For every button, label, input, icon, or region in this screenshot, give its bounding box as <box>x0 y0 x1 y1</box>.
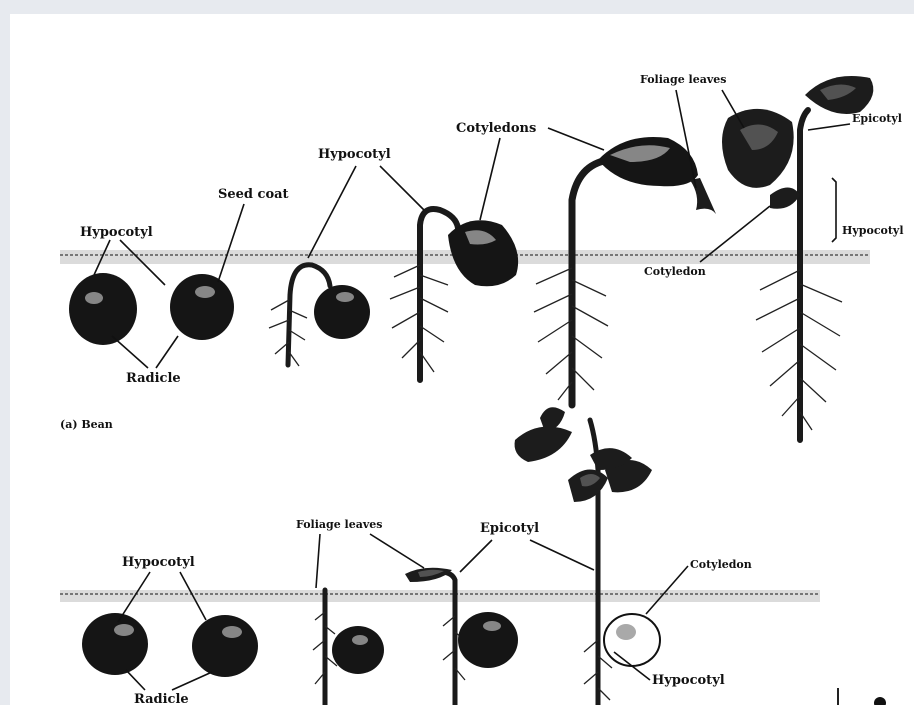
panel-b-germination: Hypocotyl Radicle Foliage leaves Epicoty… <box>60 407 886 705</box>
label-epicotyl-b: Epicotyl <box>480 521 539 536</box>
seedling-b-stage-3 <box>313 590 384 705</box>
bean-seedling-stage-4 <box>390 209 518 380</box>
seedling-b-stage-4 <box>405 568 518 705</box>
panel-a-bean: Hypocotyl Seed coat Radicle Hypocotyl Co… <box>60 73 904 440</box>
label-hypocotyl-b-right: Hypocotyl <box>652 673 725 688</box>
label-epicotyl-a: Epicotyl <box>852 112 902 125</box>
label-hypocotyl-b: Hypocotyl <box>122 555 195 570</box>
leader-foliage-leaves-b <box>316 534 424 588</box>
leader-radicle <box>112 336 178 368</box>
leader-radicle-b <box>126 670 212 690</box>
bean-seed-stage-1 <box>69 273 137 345</box>
leader-epicotyl-a <box>808 124 850 130</box>
label-hypocotyl-mid: Hypocotyl <box>318 147 391 162</box>
hypocotyl-bracket <box>832 178 836 242</box>
soil-line-b <box>60 590 820 602</box>
label-cotyledons: Cotyledons <box>456 121 536 136</box>
leader-epicotyl-b <box>460 540 594 572</box>
label-cotyledon-b: Cotyledon <box>690 558 752 571</box>
bean-seedling-stage-3 <box>269 265 370 366</box>
label-radicle-b: Radicle <box>134 692 189 705</box>
label-cotyledon-a: Cotyledon <box>644 265 706 278</box>
top-frame-strip <box>0 0 914 14</box>
label-hypocotyl-left: Hypocotyl <box>80 225 153 240</box>
seed-b-stage-2 <box>192 615 258 677</box>
bean-seed-stage-2 <box>170 274 234 340</box>
label-foliage-leaves-a: Foliage leaves <box>640 73 726 86</box>
label-radicle: Radicle <box>126 371 181 386</box>
corner-mark <box>838 688 886 705</box>
label-foliage-leaves-b: Foliage leaves <box>296 518 382 531</box>
leader-hypocotyl-mid <box>308 166 424 258</box>
seedling-b-stage-5 <box>515 407 660 705</box>
label-seed-coat: Seed coat <box>218 187 289 202</box>
label-hypocotyl-bracket: Hypocotyl <box>842 224 904 237</box>
leader-seed-coat <box>218 204 244 282</box>
seed-b-stage-1 <box>82 613 148 675</box>
left-frame-strip <box>0 0 10 705</box>
caption-panel-a: (a) Bean <box>60 418 113 431</box>
